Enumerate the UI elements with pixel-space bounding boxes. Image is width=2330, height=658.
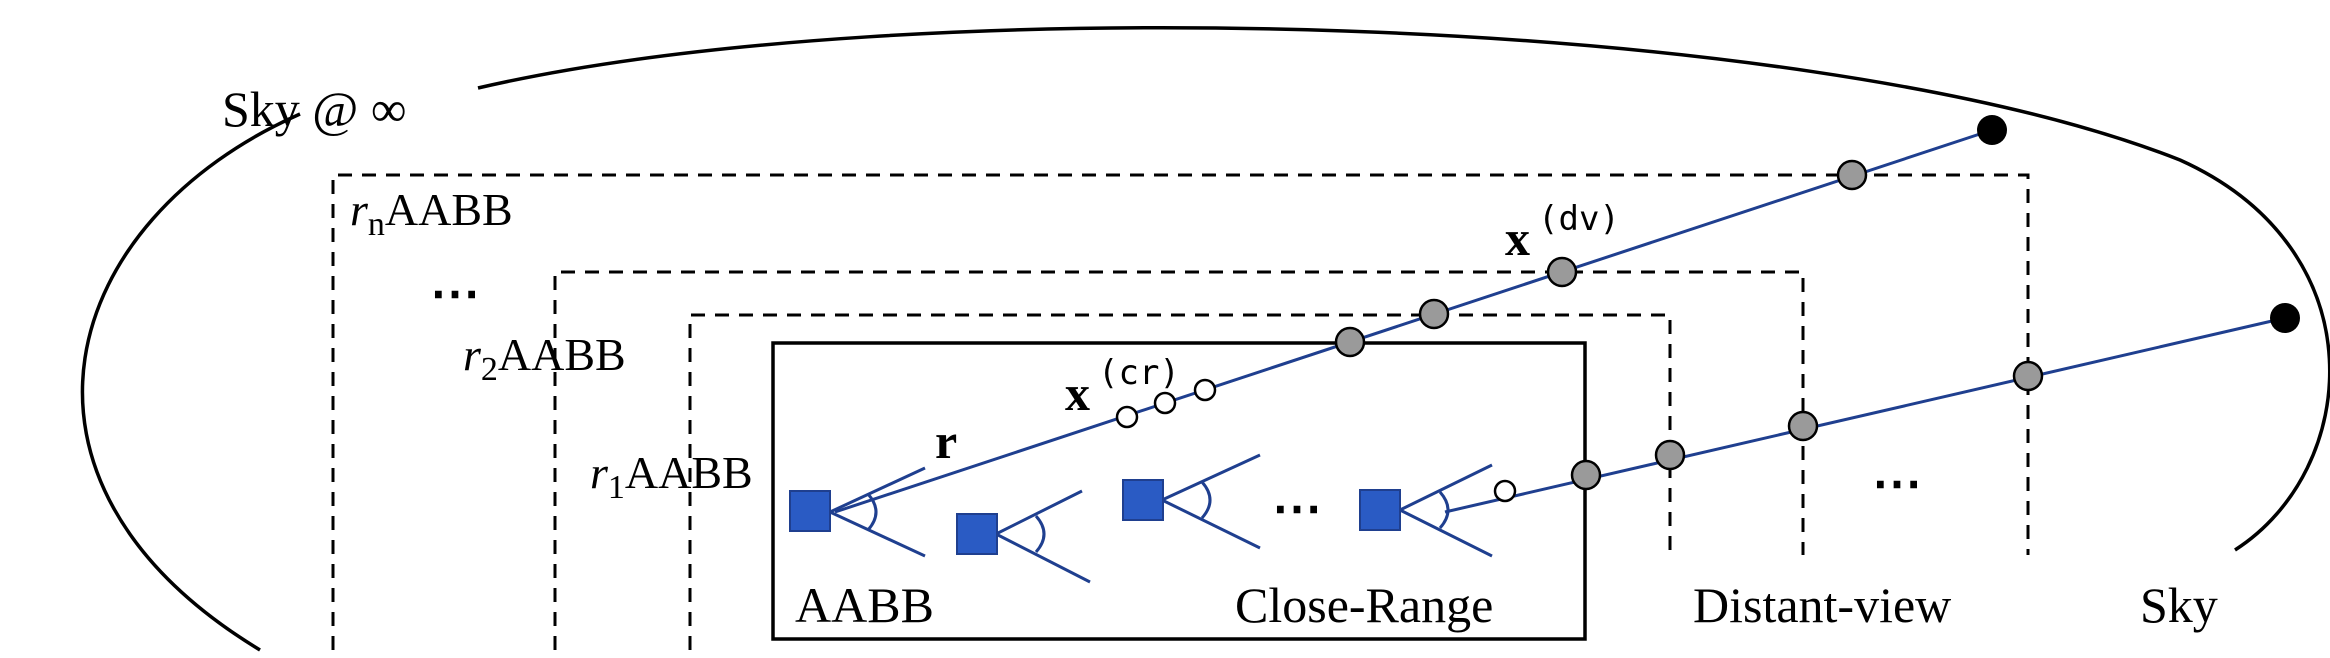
sample-cr-1 — [1115, 405, 1139, 429]
sample-dv-lower-3 — [1787, 410, 1819, 442]
rn-aabb-label: rnAABB — [350, 184, 513, 243]
dots-right: ⋯ — [1872, 455, 1922, 511]
sample-dv-lower-4 — [2012, 360, 2044, 392]
aabb-label: AABB — [795, 577, 934, 633]
sample-dv-lower-1 — [1570, 459, 1602, 491]
sample-cr-3 — [1193, 378, 1217, 402]
sample-dv-1 — [1334, 326, 1366, 358]
sample-dv-2 — [1418, 298, 1450, 330]
sky-point-upper — [1977, 115, 2007, 145]
camera-3 — [1122, 453, 1261, 550]
camera-2 — [956, 489, 1091, 584]
dots-mid: ⋯ — [1272, 480, 1322, 536]
x-cr-label: x — [1065, 365, 1090, 421]
sky-boundary-arc-left — [80, 112, 301, 652]
camera-4 — [1359, 463, 1493, 558]
sky-point-lower — [2270, 303, 2300, 333]
ray-label: r — [935, 413, 957, 469]
x-cr-superscript: (cr) — [1098, 353, 1180, 393]
r1-aabb-box — [688, 313, 1672, 650]
sample-dv-4 — [1836, 159, 1868, 191]
sky-infinity-label: Sky @ ∞ — [222, 81, 407, 137]
r2-aabb-label: r2AABB — [463, 329, 626, 388]
dots-left: ⋯ — [430, 265, 480, 321]
sky-boundary-arc — [477, 26, 2330, 552]
close-range-aabb-box — [771, 341, 1587, 641]
ray-upper — [834, 128, 1993, 514]
sky-label: Sky — [2140, 577, 2218, 633]
x-dv-superscript: (dv) — [1538, 199, 1620, 239]
sample-dv-3 — [1546, 256, 1578, 288]
sample-dv-lower-2 — [1654, 439, 1686, 471]
ray-lower — [1444, 316, 2286, 514]
sample-cr-lower — [1493, 479, 1517, 503]
r1-aabb-label: r1AABB — [590, 447, 753, 506]
distant-view-label: Distant-view — [1693, 577, 1951, 633]
camera-1 — [789, 466, 926, 558]
sample-cr-2 — [1153, 391, 1177, 415]
x-dv-label: x — [1505, 210, 1530, 266]
close-range-label: Close-Range — [1235, 577, 1493, 633]
